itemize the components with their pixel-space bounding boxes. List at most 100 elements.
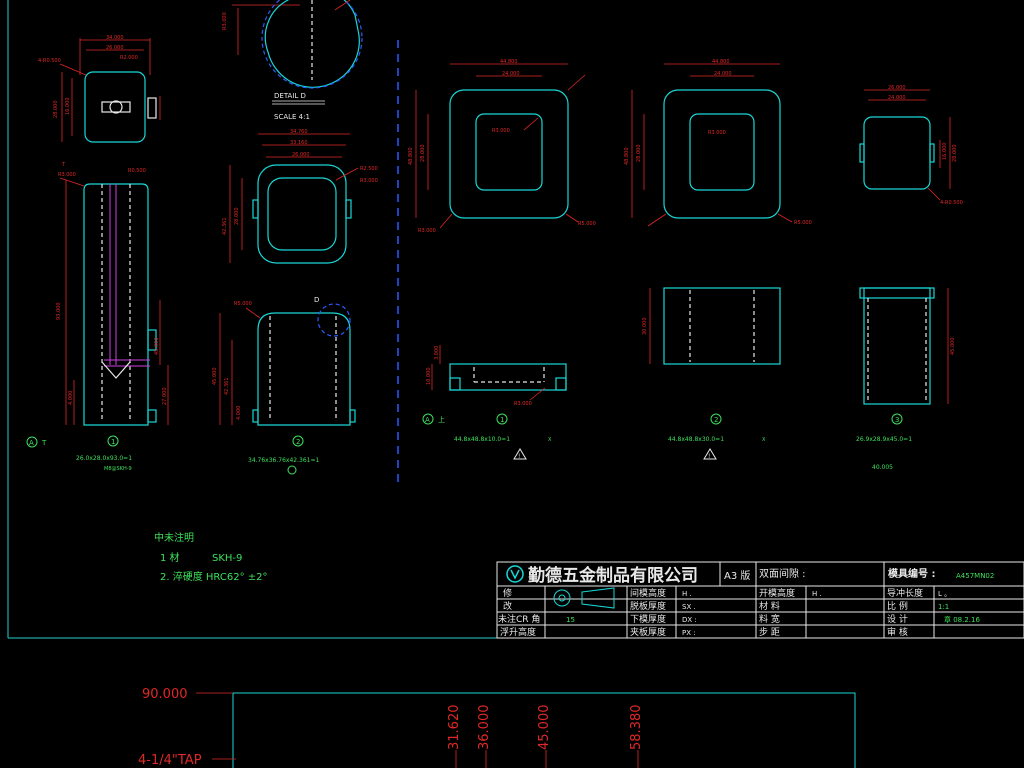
plate-1-dim-448: 44.800	[500, 59, 518, 65]
part-b-dim-r3: R3.000	[360, 178, 378, 184]
tb-r3-c8: 章 08.2.16	[944, 615, 980, 624]
detail-scale: SCALE 4:1	[274, 113, 310, 121]
plate-1-front-view: 10.000 3.000 R3.000	[426, 345, 567, 407]
part-b-labels: 2 34.76x36.76x42.361=1	[248, 435, 319, 475]
tb-r2-c4: SX .	[682, 603, 696, 611]
tb-r4-c7: 审 核	[887, 626, 908, 638]
notes-line1-value: SKH-9	[212, 553, 242, 564]
plate-1-dim-r3-in: R3.000	[492, 128, 510, 134]
part-b-dim-r25: R2.500	[360, 166, 378, 172]
tb-r2-c3: 脱板厚度	[630, 600, 666, 612]
plate-2-note: X	[762, 437, 766, 443]
tb-r3-c3: 下模厚度	[630, 613, 666, 625]
plate-2-warning-icon	[703, 448, 717, 460]
part-b-top-view: 34.760 33.160 26.000 R2.500 R3.000 42.36…	[222, 129, 378, 264]
plate-3-labels: 3 26.9x28.9x45.0=1 40.005	[856, 413, 912, 471]
detail-d-view: R3.000 DETAIL D SCALE 4:1	[222, 0, 363, 121]
tb-r1-c6: H .	[812, 590, 822, 598]
plate-1-dim-r5: R5.000	[578, 221, 596, 227]
part-a-dim-34: 34.000	[106, 35, 124, 41]
general-notes: 中未注明 1 材 SKH-9 2. 淬硬度 HRC62° ±2°	[154, 531, 268, 583]
plate-1-labels: A 上 1 44.8x48.8x10.0=1 X !	[422, 413, 552, 460]
part-a-labels: A T 1 26.0x28.0x93.0=1 M8@SKH-9	[26, 435, 132, 472]
part-a-dim-28: 28.000	[53, 101, 59, 119]
part-b-dim-42: 42.361	[222, 218, 228, 236]
plate-3-dim-24: 24.000	[888, 95, 906, 101]
plate-2-warn: !	[708, 453, 710, 460]
part-a-tag: A	[29, 439, 34, 447]
tb-r3-c1: 未注CR 角	[498, 613, 540, 625]
plate-2-labels: 2 44.8x48.8x30.0=1 X !	[668, 413, 766, 460]
plate-3-front-view: 45.000	[859, 287, 956, 405]
tb-r4-c4: PX :	[682, 629, 696, 637]
plate-2-dim-30: 30.000	[642, 318, 648, 336]
plate-1-dim-r3-front: R3.000	[514, 401, 532, 407]
part-a-size: 26.0x28.0x93.0=1	[76, 455, 132, 462]
part-a-tag-suffix: T	[41, 439, 47, 447]
tb-r1-c3: 间模高度	[630, 587, 666, 599]
plate-3-dim-26: 26.000	[888, 85, 906, 91]
detail-label: DETAIL D	[274, 92, 306, 100]
tb-r1-c4: H .	[682, 590, 692, 598]
plate-2-dim-r3: R3.000	[708, 130, 726, 136]
part-a-front-view: 93.000 R3.000 T R0.500 45.000 27.000 4.0…	[56, 162, 169, 426]
plate-2-dim-28: 28.000	[636, 145, 642, 163]
plate-2-dim-r5: R5.000	[794, 220, 812, 226]
plate-1-dim-r3-out: R3.000	[418, 228, 436, 234]
plate-3-dim-45: 45.000	[950, 338, 956, 356]
mold-no-label: 模具编号 :	[888, 567, 935, 580]
plate-2-top-view: 44.800 24.000 R3.000 48.800 28.000 R5.00…	[624, 59, 812, 227]
plate-1-dim-28: 28.000	[420, 145, 426, 163]
tb-r2-c1: 改	[503, 600, 512, 612]
plate-3-view-no: 3	[895, 416, 899, 424]
notes-line1-label: 1 材	[160, 551, 180, 564]
lower-tap-label: 4-1/4"TAP	[138, 753, 202, 768]
lower-dim-31620: 31.620	[447, 705, 462, 751]
part-a-dim-27: 27.000	[162, 388, 168, 406]
plate-1-dim-10: 10.000	[426, 368, 432, 386]
part-a-top-view: 34.000 26.000 R2.000 4-R0.500 28.000 16.…	[38, 35, 161, 143]
lower-sheet: 90.000 4-1/4"TAP 31.620 36.000 45.000 58…	[138, 687, 856, 768]
detail-dim-r3: R3.000	[222, 12, 228, 30]
plate-1-warn: !	[518, 453, 520, 460]
plate-3-dim-r05: 4-R0.500	[940, 200, 963, 206]
plate-3-dim-16: 16.000	[942, 143, 948, 161]
notes-title: 中未注明	[154, 531, 194, 544]
plate-2-dim-488: 48.800	[624, 148, 630, 166]
plate-1-size: 44.8x48.8x10.0=1	[454, 436, 510, 443]
notes-line2: 2. 淬硬度 HRC62° ±2°	[160, 570, 268, 583]
plate-1-top-view: 44.800 24.000 R3.000 48.800 28.000 R3.00…	[408, 59, 596, 234]
part-a-dim-4: 4.000	[68, 391, 74, 405]
tb-r3-c2: 15	[566, 616, 575, 624]
plate-1-tag-suffix: 上	[438, 415, 445, 424]
part-b-dim-26: 26.000	[292, 152, 310, 158]
plate-3-top-view: 26.000 24.000 16.000 28.000 4-R0.500	[859, 85, 963, 206]
part-a-view-no: 1	[111, 438, 115, 446]
lower-dim-90: 90.000	[142, 687, 188, 702]
part-b-view-no: 2	[296, 438, 300, 446]
plate-1-dim-24: 24.000	[502, 71, 520, 77]
part-b-size: 34.76x36.76x42.361=1	[248, 457, 319, 464]
lower-dim-45: 45.000	[537, 705, 552, 751]
plate-3-dim-28: 28.000	[952, 145, 958, 163]
sheet-size: A3 版	[724, 569, 750, 582]
tb-r4-c1: 浮升高度	[500, 626, 536, 638]
part-a-mark: T	[61, 162, 66, 168]
tb-r3-c5: 料 宽	[759, 613, 780, 625]
part-a-dim-r2: R2.000	[120, 55, 138, 61]
part-b-dim-4: 4.000	[236, 406, 242, 420]
part-b-front-view: D R5.000 45.000 42.361 4.000	[212, 296, 356, 426]
tb-r4-c5: 步 距	[759, 627, 780, 638]
part-b-dim-33160: 33.160	[290, 140, 308, 146]
tb-r3-c7: 设 计	[887, 613, 908, 625]
part-a-dim-26: 26.000	[106, 45, 124, 51]
part-a-note: M8@SKH-9	[104, 466, 132, 472]
part-a-dim-45: 45.000	[154, 338, 160, 356]
plate-3-size: 26.9x28.9x45.0=1	[856, 436, 912, 443]
plate-1-tag: A	[425, 416, 430, 424]
tb-r2-c8: 1:1	[938, 603, 949, 611]
tb-r4-c3: 夹板厚度	[630, 626, 666, 638]
part-b-detail-callout: D	[314, 296, 319, 304]
tb-r1-c5: 开模高度	[759, 587, 795, 599]
company-logo-icon	[506, 565, 524, 583]
